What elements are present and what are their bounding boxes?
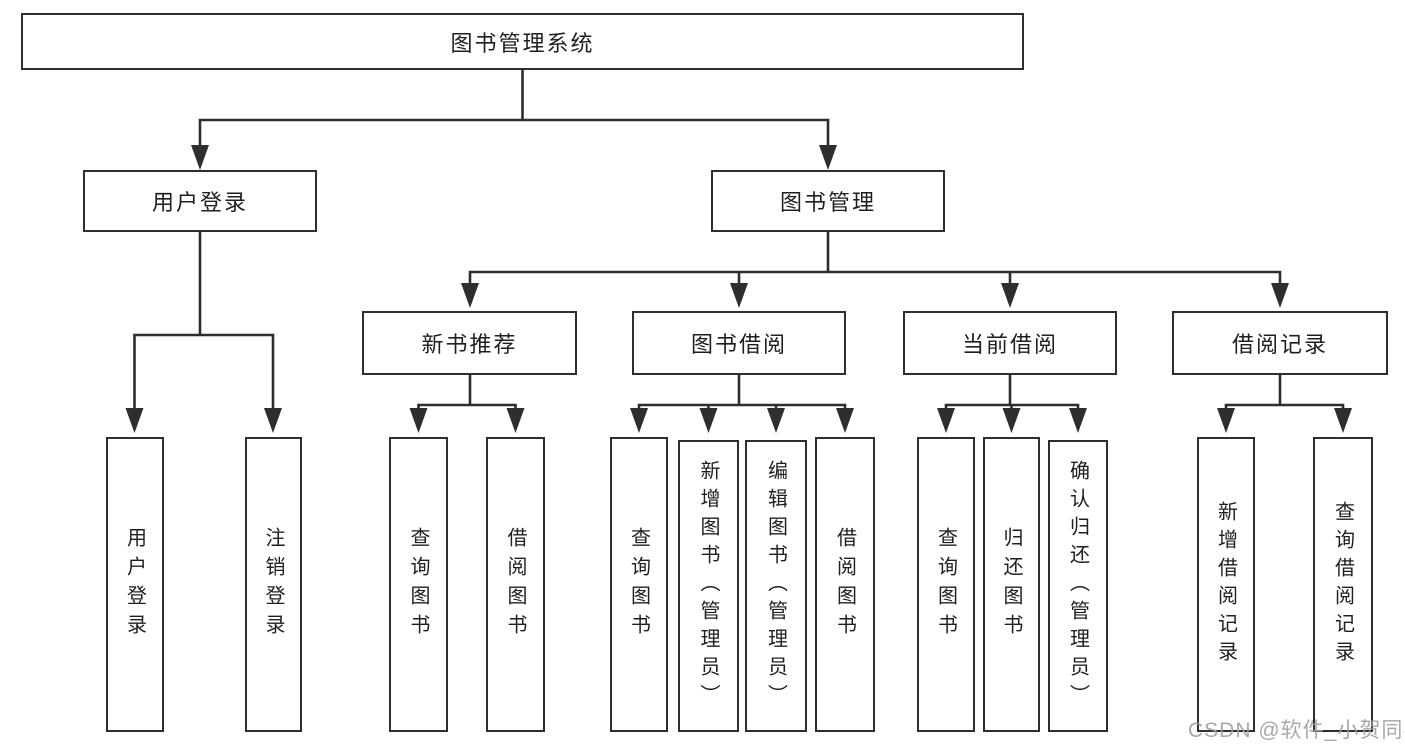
leaf-cb-query-books: 查询图书 <box>917 437 975 732</box>
node-user-login: 用户登录 <box>83 170 317 232</box>
csdn-watermark: CSDN @软件_小贺同学 <box>1188 719 1405 742</box>
leaf-logout: 注销登录 <box>245 437 302 732</box>
leaf-nbr-borrow-books: 借阅图书 <box>486 437 545 732</box>
leaf-bb-borrow-books: 借阅图书 <box>815 437 875 732</box>
leaf-cb-return-books: 归还图书 <box>983 437 1040 732</box>
leaf-bb-edit-books-admin: 编辑图书（管理员） <box>745 440 807 732</box>
node-book-management: 图书管理 <box>711 170 945 232</box>
node-borrow-records: 借阅记录 <box>1172 311 1388 375</box>
node-current-borrow: 当前借阅 <box>903 311 1117 375</box>
leaf-user-login: 用户登录 <box>106 437 164 732</box>
leaf-bb-add-books-admin: 新增图书（管理员） <box>678 440 739 732</box>
node-new-book-recommend: 新书推荐 <box>362 311 577 375</box>
leaf-br-query-record: 查询借阅记录 <box>1313 437 1373 732</box>
node-root: 图书管理系统 <box>21 13 1024 70</box>
leaf-cb-confirm-return-admin: 确认归还（管理员） <box>1048 440 1108 732</box>
leaf-bb-query-books: 查询图书 <box>610 437 668 732</box>
leaf-br-add-record: 新增借阅记录 <box>1197 437 1255 732</box>
leaf-nbr-query-books: 查询图书 <box>389 437 448 732</box>
node-book-borrow: 图书借阅 <box>632 311 846 375</box>
